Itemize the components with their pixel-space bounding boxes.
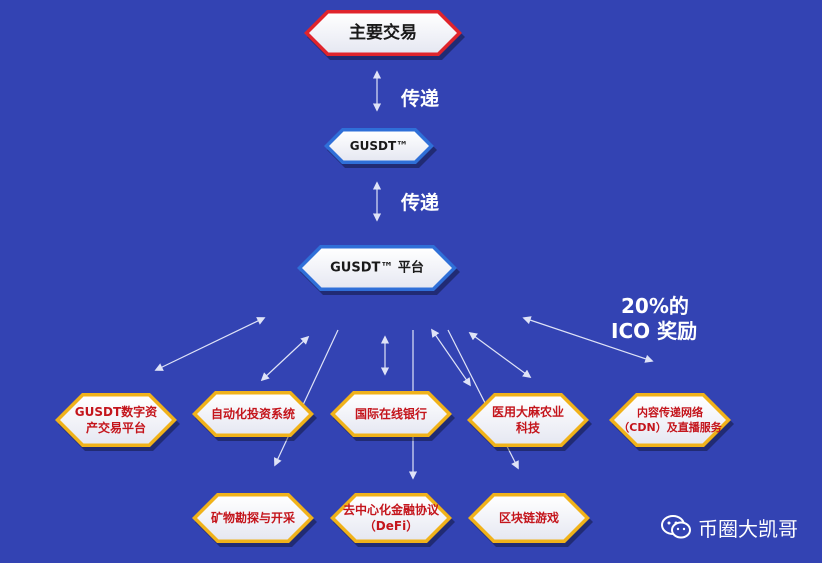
node-label-mining: 矿物勘探与开采 <box>211 510 295 525</box>
arrow-9 <box>274 329 339 467</box>
node-label-exchange-1: GUSDT数字资 <box>75 404 157 419</box>
node-shapes <box>55 10 734 547</box>
node-mining <box>197 496 309 540</box>
watermark-text: 币圈大凯哥 <box>698 516 798 541</box>
transfer-label-2: 传递 <box>401 192 440 214</box>
node-label-main-trade: 主要交易 <box>349 22 417 43</box>
watermark: 币圈大凯哥 <box>660 510 810 544</box>
node-defi <box>335 496 447 540</box>
node-label-cdn-2: （CDN）及直播服务 <box>618 420 722 434</box>
node-gusdt <box>329 131 429 161</box>
node-auto-invest <box>197 394 309 434</box>
transfer-label-1: 传递 <box>401 88 440 110</box>
ico-reward-line1: 20%的 <box>621 294 689 318</box>
node-blockchain-game <box>473 496 585 540</box>
connector-arrows <box>154 70 654 480</box>
node-online-bank <box>335 394 447 434</box>
arrow-3 <box>154 317 266 371</box>
node-label-defi-1: 去中心化金融协议 <box>343 502 440 517</box>
node-label-exchange-2: 产交易平台 <box>86 420 146 435</box>
node-label-gusdt: GUSDT™ <box>350 139 408 153</box>
ico-reward-line2: ICO 奖励 <box>611 319 698 343</box>
arrow-4 <box>260 335 310 382</box>
node-label-online-bank: 国际在线银行 <box>355 406 427 421</box>
arrow-6 <box>431 328 471 387</box>
node-label-defi-2: （DeFi） <box>364 518 418 533</box>
node-label-auto-invest: 自动化投资系统 <box>211 406 295 421</box>
node-label-hemp-2: 科技 <box>516 420 541 435</box>
node-label-hemp-1: 医用大麻农业 <box>492 404 564 419</box>
arrow-7 <box>468 332 532 378</box>
wechat-icon <box>661 515 691 539</box>
arrow-8 <box>522 316 654 363</box>
node-hemp <box>472 396 584 444</box>
node-main-trade <box>309 13 457 53</box>
node-gusdt-platform <box>302 248 452 288</box>
node-cdn <box>614 396 726 444</box>
node-label-gusdt-platform: GUSDT™ 平台 <box>330 260 424 276</box>
node-label-blockchain-game: 区块链游戏 <box>499 510 559 525</box>
node-label-cdn-1: 内容传递网络 <box>637 405 703 419</box>
node-exchange <box>60 396 172 444</box>
